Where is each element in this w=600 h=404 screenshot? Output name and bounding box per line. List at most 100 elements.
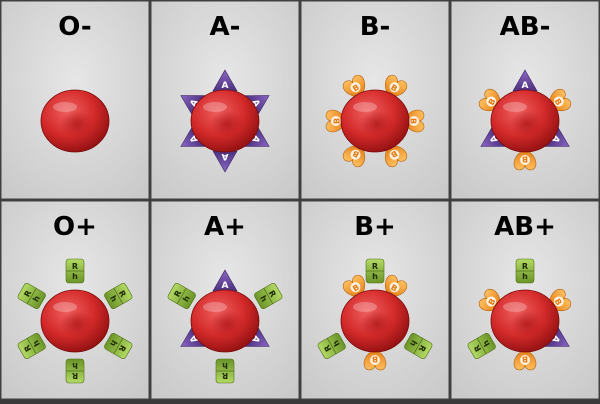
antigen-rh-icon: Rh: [17, 333, 46, 359]
antigen-b-icon: B: [513, 148, 537, 171]
svg-text:B: B: [351, 148, 361, 159]
red-blood-cell-icon: [490, 89, 560, 153]
antigen-rh-icon: Rh: [65, 258, 85, 284]
svg-text:R: R: [72, 262, 78, 271]
svg-text:R: R: [417, 343, 428, 353]
svg-text:B: B: [351, 83, 361, 94]
svg-text:h: h: [72, 361, 78, 370]
antigen-b-icon: B: [342, 144, 365, 168]
antigen-rh-icon: Rh: [17, 283, 46, 309]
red-blood-cell-icon: [190, 289, 260, 353]
svg-text:h: h: [108, 294, 119, 304]
svg-text:A: A: [222, 81, 229, 91]
svg-text:B: B: [487, 97, 498, 107]
blood-type-label: AB+: [494, 212, 556, 242]
svg-text:B: B: [552, 297, 563, 307]
svg-text:A: A: [249, 98, 261, 109]
svg-text:h: h: [331, 338, 342, 348]
svg-text:R: R: [117, 289, 128, 299]
svg-text:A: A: [549, 333, 561, 344]
svg-text:A: A: [549, 133, 561, 144]
blood-type-label: AB-: [500, 12, 551, 42]
blood-type-label: B-: [360, 12, 391, 42]
svg-text:B: B: [552, 97, 563, 107]
svg-text:R: R: [522, 262, 528, 271]
svg-text:B: B: [389, 148, 399, 159]
red-blood-cell-icon: [340, 89, 410, 153]
svg-text:B: B: [522, 355, 528, 364]
antigen-rh-icon: Rh: [467, 333, 496, 359]
svg-text:h: h: [481, 338, 492, 348]
svg-text:B: B: [389, 83, 399, 94]
red-blood-cell-icon: [190, 89, 260, 153]
svg-text:h: h: [31, 338, 42, 348]
svg-text:h: h: [372, 272, 378, 281]
svg-text:R: R: [267, 289, 278, 299]
antigen-b-icon: B: [342, 274, 365, 298]
svg-text:A: A: [189, 333, 201, 344]
svg-text:B: B: [389, 283, 399, 294]
antigen-rh-icon: Rh: [65, 358, 85, 384]
antigen-b-icon: B: [513, 348, 537, 371]
antigen-rh-icon: Rh: [104, 333, 133, 359]
svg-text:h: h: [522, 272, 528, 281]
svg-text:R: R: [117, 343, 128, 353]
red-blood-cell-icon: [490, 289, 560, 353]
svg-text:R: R: [22, 289, 33, 299]
antigen-rh-icon: Rh: [515, 258, 535, 284]
blood-type-label: O+: [53, 212, 97, 242]
svg-text:A: A: [222, 281, 229, 291]
svg-text:h: h: [181, 294, 192, 304]
antigen-rh-icon: Rh: [104, 283, 133, 309]
svg-text:h: h: [31, 294, 42, 304]
antigen-b-icon: B: [363, 348, 387, 371]
svg-text:A: A: [221, 151, 228, 161]
svg-text:R: R: [172, 289, 183, 299]
svg-text:B: B: [372, 355, 378, 364]
antigen-rh-icon: Rh: [215, 358, 235, 384]
red-blood-cell-icon: [40, 289, 110, 353]
antigen-rh-icon: Rh: [317, 333, 346, 359]
antigen-b-icon: B: [385, 144, 408, 168]
panel-oneg: O-: [0, 0, 150, 200]
svg-text:R: R: [22, 343, 33, 353]
antigen-rh-icon: Rh: [167, 283, 196, 309]
svg-text:R: R: [372, 262, 378, 271]
svg-text:B: B: [522, 155, 528, 164]
svg-text:h: h: [108, 339, 119, 349]
svg-text:B: B: [487, 297, 498, 307]
svg-text:A: A: [522, 81, 529, 91]
svg-text:h: h: [408, 339, 419, 349]
panel-abneg: AB- A A A B B B: [450, 0, 600, 200]
svg-text:A: A: [249, 133, 261, 144]
blood-type-label: B+: [354, 212, 396, 242]
svg-text:A: A: [189, 98, 201, 109]
blood-type-label: A+: [204, 212, 246, 242]
svg-text:R: R: [72, 371, 78, 380]
red-blood-cell-icon: [340, 289, 410, 353]
svg-text:A: A: [489, 133, 501, 144]
antigen-b-icon: B: [385, 74, 408, 98]
svg-text:h: h: [222, 361, 228, 370]
antigen-b-icon: B: [385, 274, 408, 298]
antigen-b-icon: B: [342, 74, 365, 98]
svg-text:B: B: [351, 283, 361, 294]
svg-text:A: A: [189, 133, 201, 144]
antigen-rh-icon: Rh: [365, 258, 385, 284]
svg-text:B: B: [409, 118, 418, 124]
svg-text:R: R: [322, 343, 333, 353]
svg-text:h: h: [258, 294, 269, 304]
